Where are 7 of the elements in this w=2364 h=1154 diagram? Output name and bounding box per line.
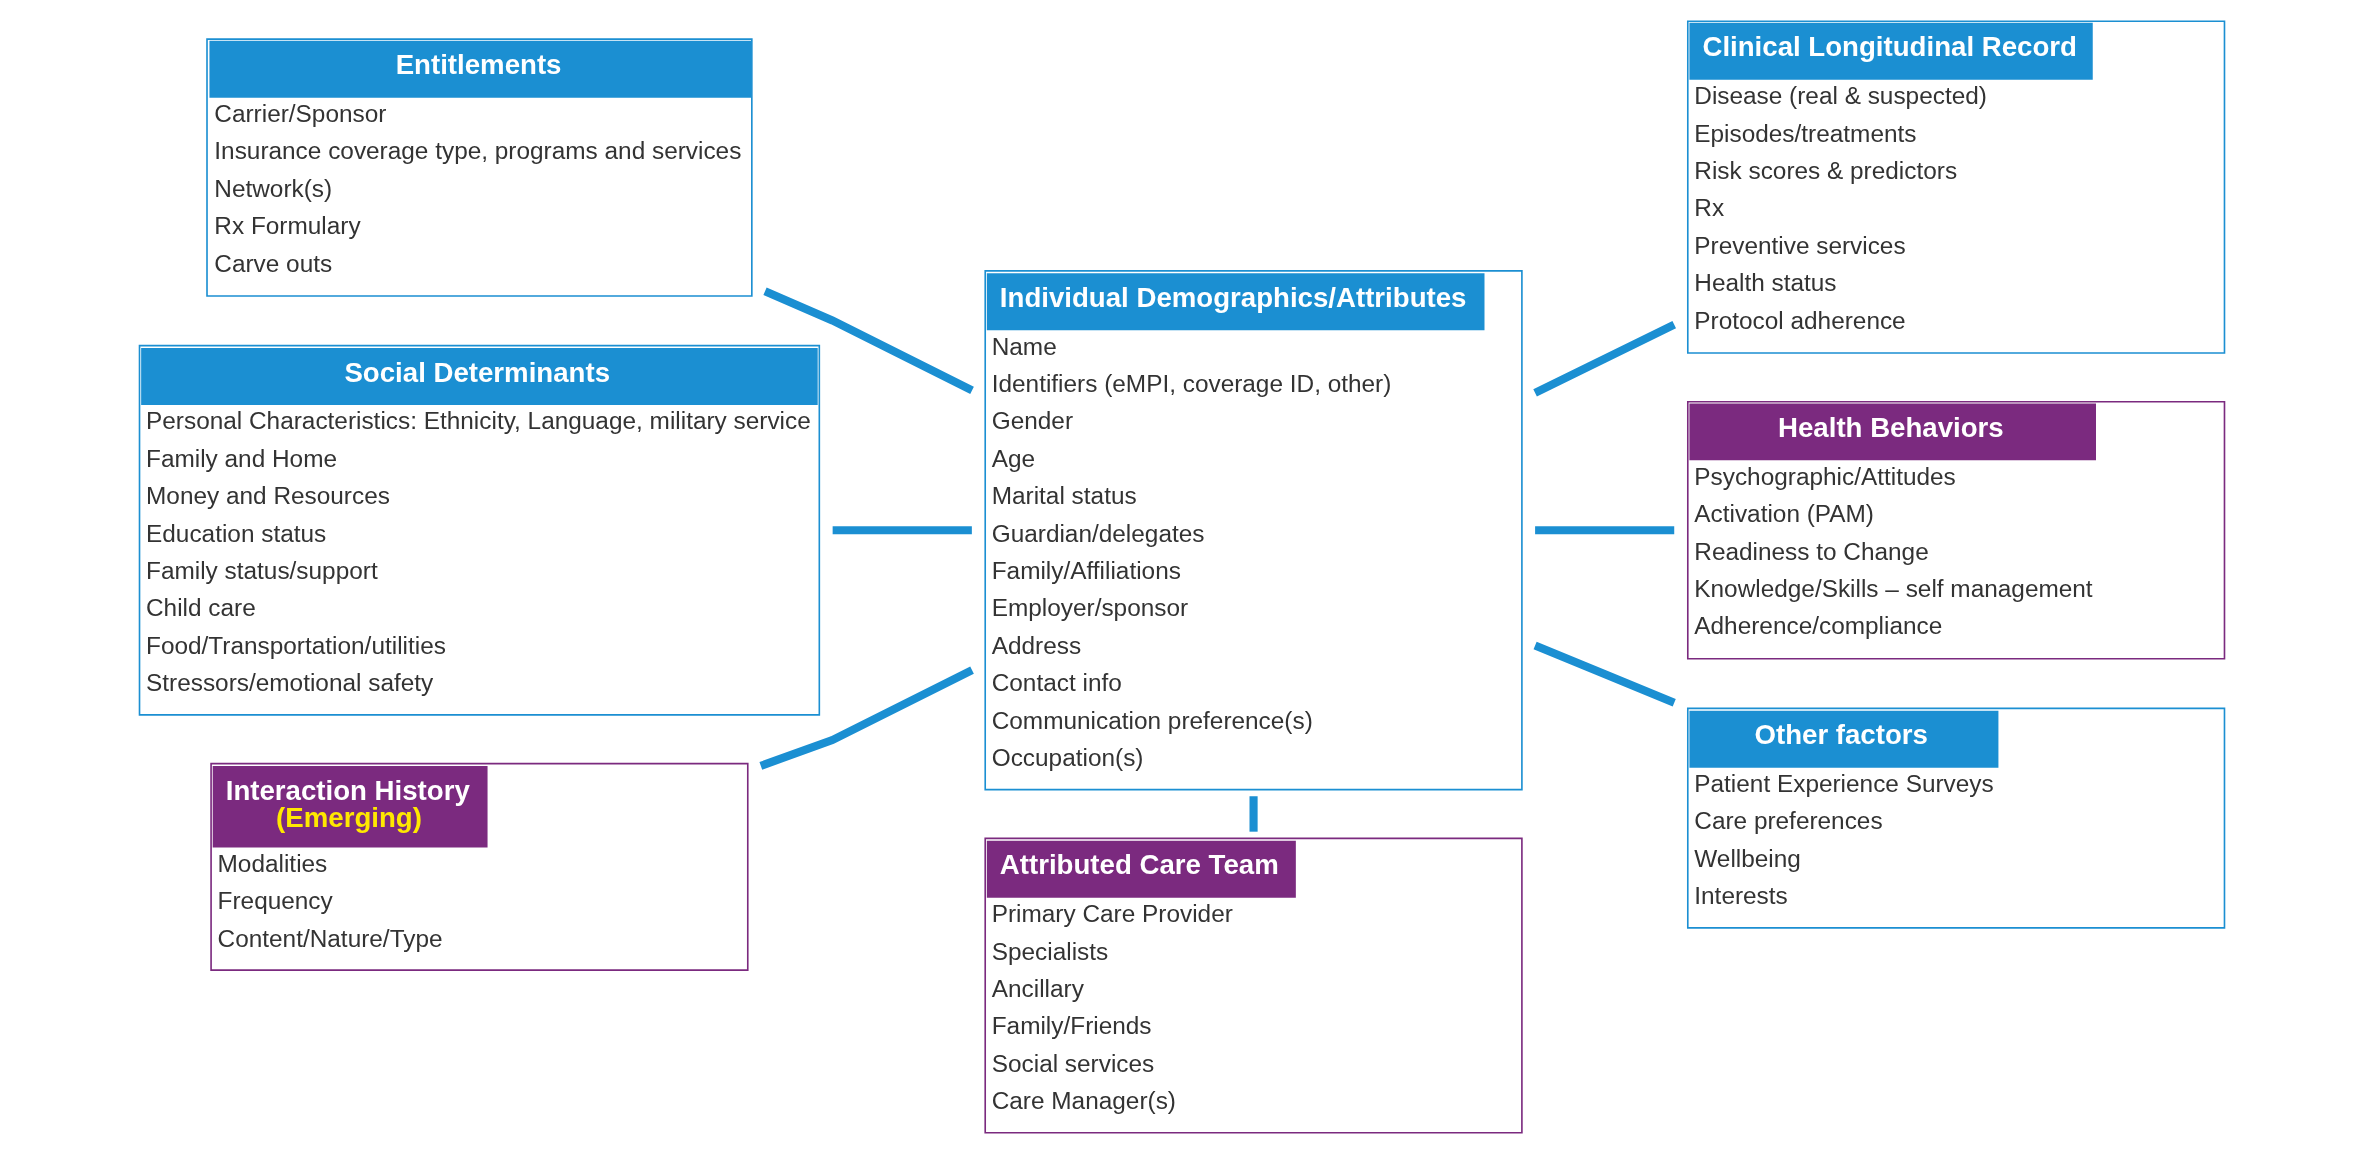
connector xyxy=(1533,641,1676,707)
connector xyxy=(763,287,974,394)
connector xyxy=(1249,796,1258,832)
connector xyxy=(1533,320,1677,397)
connector xyxy=(832,526,972,535)
connector xyxy=(759,666,974,770)
connector xyxy=(1535,526,1675,535)
